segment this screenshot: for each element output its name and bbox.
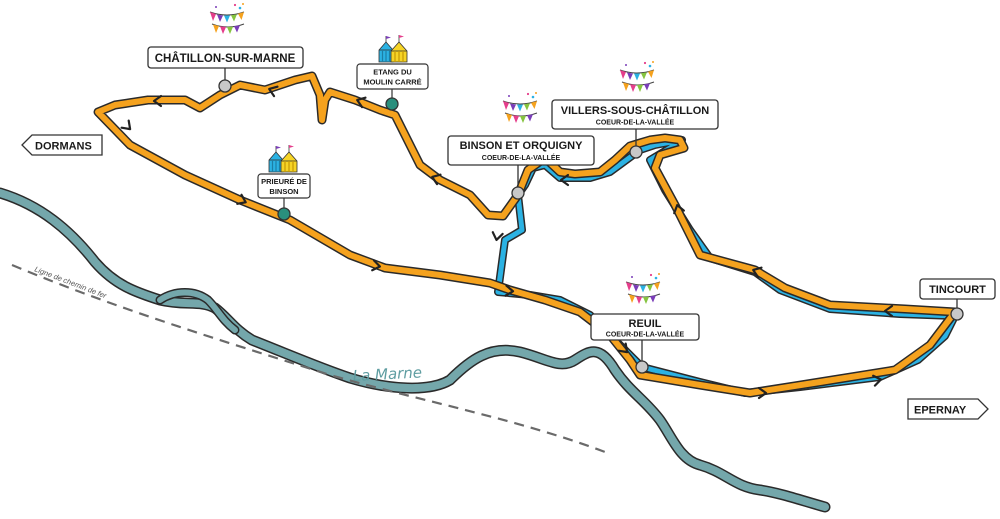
village-reuil-label: REUIL (629, 318, 662, 330)
tent-icon (268, 144, 298, 173)
direction-epernay-label: EPERNAY (914, 405, 967, 417)
site-etang: ETANG DU MOULIN CARRÉ (356, 34, 429, 111)
direction-epernay: EPERNAY (907, 398, 989, 420)
site-etang-label-2: MOULIN CARRÉ (363, 78, 421, 87)
village-binson: BINSON ET ORQUIGNY COEUR-DE-LA-VALLÉE (447, 91, 595, 200)
arrow-marker (490, 231, 504, 242)
tent-icon (378, 34, 408, 63)
railway-line (11, 263, 606, 454)
bunting-icon (619, 60, 655, 93)
direction-dormans: DORMANS (21, 134, 103, 156)
arrow-marker (120, 119, 135, 134)
village-chatillon-label: CHÂTILLON-SUR-MARNE (155, 52, 296, 65)
bunting-icon (209, 2, 245, 35)
site-etang-label-1: ETANG DU (373, 68, 412, 77)
village-chatillon: CHÂTILLON-SUR-MARNE (147, 2, 304, 93)
site-prieure: PRIEURÉ DE BINSON (257, 144, 311, 221)
village-villers: VILLERS-SOUS-CHÂTILLON COEUR-DE-LA-VALLÉ… (551, 60, 719, 159)
direction-dormans-label: DORMANS (35, 141, 92, 153)
bunting-icon (625, 272, 661, 305)
village-villers-sub: COEUR-DE-LA-VALLÉE (596, 118, 675, 127)
village-reuil: REUIL COEUR-DE-LA-VALLÉE (590, 272, 700, 374)
village-tincourt: TINCOURT (919, 278, 996, 321)
river-marne (0, 187, 831, 513)
river-label: La Marne (352, 363, 422, 385)
village-binson-sub: COEUR-DE-LA-VALLÉE (482, 153, 561, 162)
village-tincourt-label: TINCOURT (929, 284, 986, 296)
site-prieure-label-1: PRIEURÉ DE (261, 177, 307, 186)
site-prieure-label-2: BINSON (269, 187, 298, 196)
village-reuil-sub: COEUR-DE-LA-VALLÉE (606, 330, 685, 339)
village-villers-label: VILLERS-SOUS-CHÂTILLON (561, 104, 710, 117)
village-binson-label: BINSON ET ORQUIGNY (460, 140, 584, 152)
orange-route (93, 71, 960, 398)
bunting-icon (502, 91, 538, 124)
